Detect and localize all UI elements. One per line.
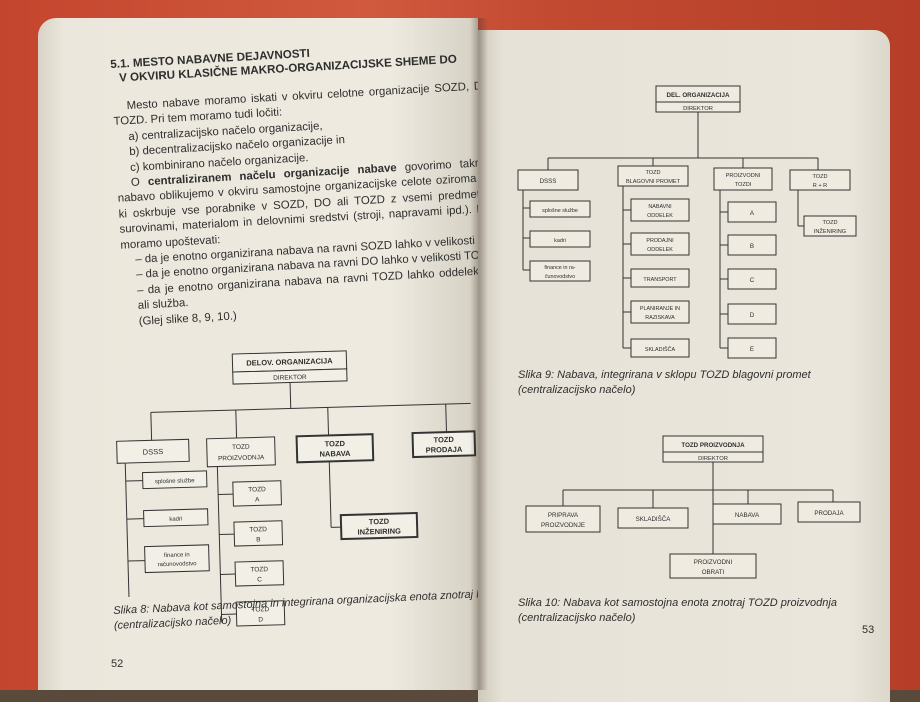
chart9-dsss-item-0: splošne službe — [542, 208, 578, 214]
tozd-nabava-line2: NABAVA — [319, 449, 351, 459]
left-text-block: 5.1. MESTO NABAVNE DEJAVNOSTI V OKVIRU K… — [110, 36, 478, 331]
chart9-inz-line1: TOZD — [822, 220, 837, 226]
tozd-b-line1: TOZD — [249, 526, 267, 533]
left-page: 5.1. MESTO NABAVNE DEJAVNOSTI V OKVIRU K… — [38, 18, 478, 690]
book-gutter — [470, 18, 488, 690]
chart9-proiz-b: B — [750, 243, 754, 250]
tozd-inzeniring-line1: TOZD — [369, 517, 390, 527]
chart9-blag-item-3a: PLANIRANJE IN — [640, 306, 680, 312]
section-heading: 5.1. MESTO NABAVNE DEJAVNOSTI V OKVIRU K… — [110, 36, 478, 86]
tozd-a-line1: TOZD — [248, 486, 266, 493]
tozd-prodaja-line1: TOZD — [433, 435, 454, 445]
chart10-bottom-line1: PROIZVODNI — [694, 559, 733, 566]
chart9-top-line1: DEL. ORGANIZACIJA — [667, 92, 730, 99]
p2-start: O — [131, 176, 149, 189]
chart10-item-1: SKLADIŠČA — [636, 516, 672, 523]
figure-9-caption: Slika 9: Nabava, integrirana v sklopu TO… — [518, 368, 868, 398]
tozd-b-line2: B — [256, 536, 261, 543]
chart9-dsss-item-2: finance in ra- — [544, 265, 575, 271]
chart10-top-line2: DIREKTOR — [698, 456, 728, 462]
chart9-blag-item-0a: NABAVNI — [648, 204, 671, 210]
chart9-rr-line1: TOZD — [812, 174, 827, 180]
org-chart-figure-9: DEL. ORGANIZACIJA DIREKTOR DSSS splošne … — [508, 78, 868, 368]
chart9-blagovni-line1: TOZD — [645, 170, 660, 176]
chart9-dsss-item-3: čunovodstvo — [545, 274, 575, 280]
chart9-top-line2: DIREKTOR — [683, 106, 713, 112]
chart10-item-0a: PRIPRAVA — [548, 512, 579, 519]
page-number-right: 53 — [862, 624, 874, 636]
chart9-rr-line2: R + R — [813, 183, 827, 189]
dsss-item-1: kadri — [169, 517, 182, 523]
tozd-proiz-line2: PROIZVODNJA — [218, 454, 265, 462]
tozd-nabava-line1: TOZD — [325, 439, 346, 449]
chart9-blag-item-0b: ODDELEK — [647, 213, 673, 219]
chart10-item-0b: PROIZVODNJE — [541, 522, 585, 529]
chart9-blag-item-2a: TRANSPORT — [643, 277, 677, 283]
chart9-blag-item-3b: RAZISKAVA — [645, 315, 675, 321]
dsss-item-2: finance in — [164, 552, 190, 559]
tozd-prodaja-line2: PRODAJA — [426, 445, 463, 455]
chart9-proizvodni-line2: TOZDI — [735, 182, 752, 188]
dsss-item-3: računovodstvo — [157, 561, 197, 568]
chart9-inz-line2: INŽENIRING — [814, 227, 846, 235]
right-page: DEL. ORGANIZACIJA DIREKTOR DSSS splošne … — [478, 30, 890, 702]
chart9-proiz-e: E — [750, 346, 754, 353]
tozd-inzeniring-line2: INŽENIRING — [357, 526, 401, 536]
chart9-blag-item-1a: PRODAJNI — [646, 238, 673, 244]
dsss-item-0: splošne službe — [155, 478, 196, 485]
chart9-blag-item-4a: SKLADIŠČA — [645, 346, 676, 353]
chart10-item-2: NABAVA — [735, 512, 760, 519]
chart9-proizvodni-line1: PROIZVODNI — [726, 173, 761, 179]
org-chart-figure-10: TOZD PROIZVODNJA DIREKTOR PRIPRAVA PROIZ… — [508, 428, 868, 588]
chart9-dsss-item-1: kadri — [554, 238, 566, 244]
chart9-blagovni-line2: BLAGOVNI PROMET — [626, 179, 681, 185]
chart10-bottom-line2: OBRATI — [702, 569, 725, 576]
chart9-proiz-c: C — [750, 277, 755, 284]
chart9-dsss: DSSS — [540, 178, 557, 185]
dsss-label: DSSS — [143, 447, 164, 457]
top-box-line2: DIREKTOR — [273, 374, 307, 382]
tozd-c-line2: C — [257, 576, 262, 583]
tozd-c-line1: TOZD — [250, 566, 268, 573]
chart10-top-line1: TOZD PROIZVODNJA — [681, 442, 745, 449]
chart10-item-3: PRODAJA — [814, 510, 844, 517]
chart9-blag-item-1b: ODDELEK — [647, 247, 673, 253]
page-number-left: 52 — [111, 658, 123, 670]
chart9-proiz-d: D — [750, 312, 755, 319]
figure-10-caption: Slika 10: Nabava kot samostojna enota zn… — [518, 596, 868, 626]
tozd-proiz-line1: TOZD — [232, 444, 250, 451]
